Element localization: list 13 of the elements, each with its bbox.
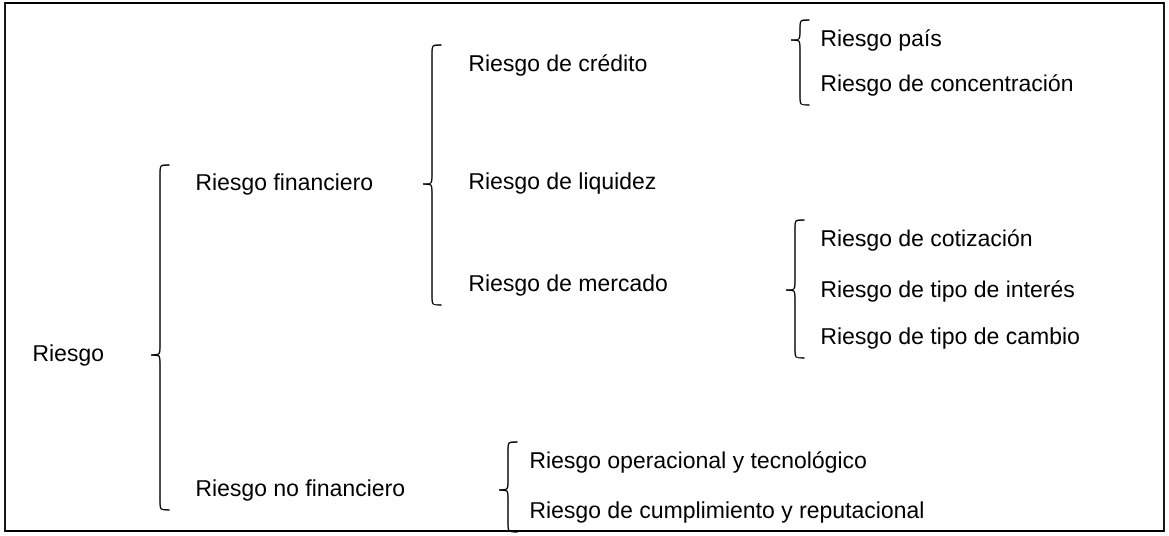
category-text: Riesgo no financiero	[197, 479, 405, 501]
category-text: Riesgo de mercado	[470, 274, 667, 296]
category-text: Riesgo operacional y tecnológico	[531, 451, 866, 473]
category-text: Riesgo	[34, 344, 104, 366]
category-text: Riesgo de concentración	[822, 74, 1072, 96]
category-text: Riesgo de cumplimiento y reputacional	[531, 501, 923, 523]
category-text: Riesgo país	[822, 29, 941, 51]
category-text: Riesgo de tipo de interés	[822, 280, 1074, 302]
category-text: Riesgo de liquidez	[470, 172, 656, 194]
category-text: Riesgo de cotización	[822, 229, 1032, 251]
category-text: Riesgo de crédito	[470, 54, 647, 76]
category-text: Riesgo de tipo de cambio	[822, 327, 1079, 349]
category-text: Riesgo financiero	[197, 173, 373, 195]
